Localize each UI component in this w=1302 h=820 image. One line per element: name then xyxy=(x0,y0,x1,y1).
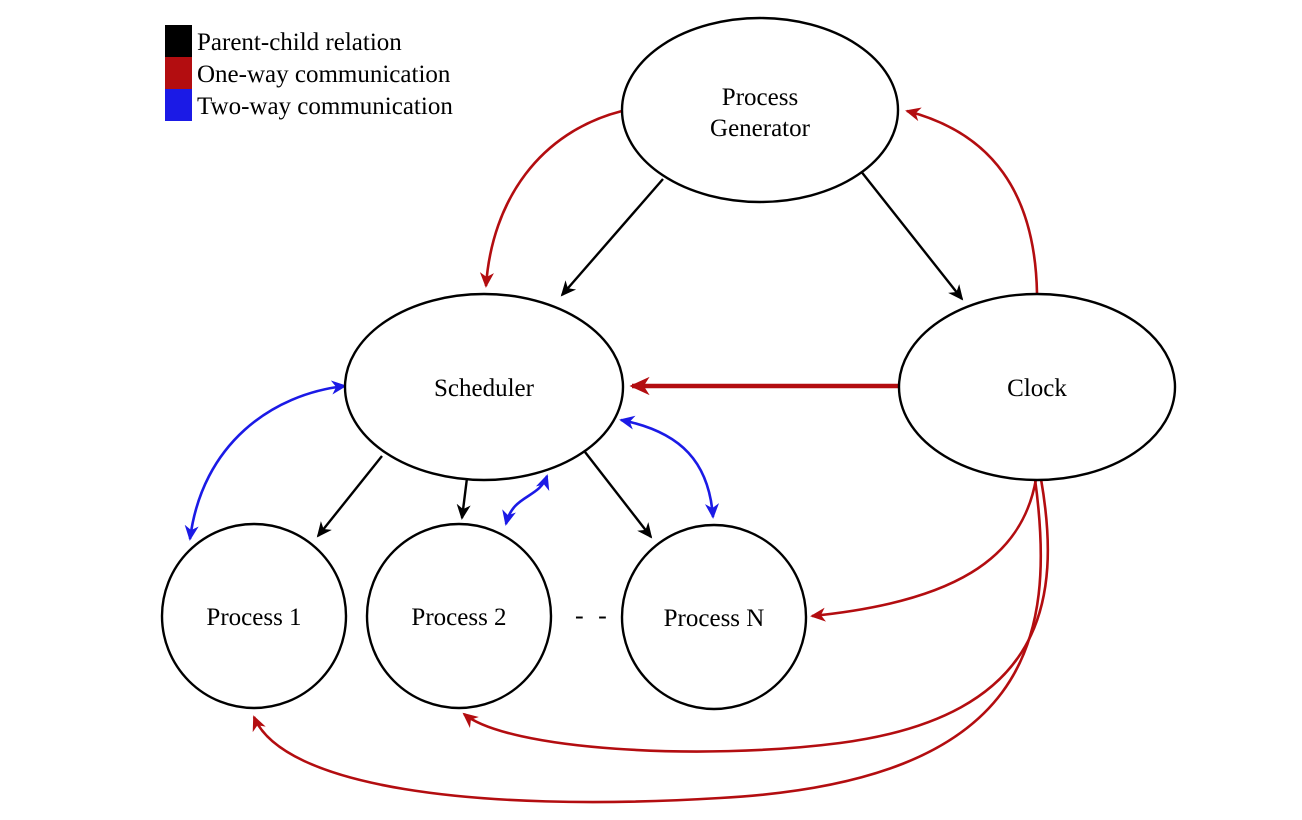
edge-generator-to-scheduler-parent xyxy=(560,178,664,297)
processN-circle xyxy=(620,523,808,711)
edge-scheduler-process1-twoway xyxy=(184,380,347,541)
process2-circle xyxy=(365,522,553,710)
edges-parent-child xyxy=(316,169,964,539)
legend-swatch-one-way xyxy=(165,57,192,89)
edge-generator-to-clock-parent xyxy=(859,169,964,301)
edge-clock-to-generator-oneway xyxy=(905,107,1039,294)
edges-one-way xyxy=(252,107,1050,804)
clock-label: Clock xyxy=(1007,375,1067,402)
node-scheduler: Scheduler xyxy=(343,292,625,482)
legend-swatch-parent-child xyxy=(165,25,192,57)
process-generator-ellipse xyxy=(620,16,900,204)
edge-scheduler-processN-twoway xyxy=(619,415,720,519)
node-process2: Process 2 xyxy=(365,522,553,710)
process1-label: Process 1 xyxy=(206,604,301,631)
processN-label: Process N xyxy=(664,605,765,632)
edge-clock-to-process1-oneway xyxy=(252,478,1043,804)
legend: Parent-child relation One-way communicat… xyxy=(165,25,453,121)
legend-label-parent-child: Parent-child relation xyxy=(197,29,402,56)
edge-scheduler-to-process1-parent xyxy=(316,455,383,538)
edge-clock-to-process2-oneway xyxy=(462,478,1050,753)
edges-two-way xyxy=(184,380,720,541)
legend-label-one-way: One-way communication xyxy=(197,61,451,88)
scheduler-ellipse xyxy=(343,292,625,482)
node-processN: Process N xyxy=(620,523,808,711)
edge-scheduler-to-process2-parent xyxy=(456,477,471,520)
edge-clock-to-processN-oneway xyxy=(810,478,1038,622)
node-clock: Clock xyxy=(897,292,1177,482)
edge-scheduler-to-processN-parent xyxy=(584,451,653,539)
process2-label: Process 2 xyxy=(411,604,506,631)
legend-label-two-way: Two-way communication xyxy=(197,93,453,120)
edge-scheduler-process2-twoway xyxy=(502,474,550,526)
edge-generator-to-scheduler-oneway xyxy=(479,109,623,288)
node-process1: Process 1 xyxy=(160,522,348,710)
scheduler-label: Scheduler xyxy=(434,375,535,402)
ellipsis-dashes: - - xyxy=(575,601,611,630)
clock-ellipse xyxy=(897,292,1177,482)
legend-swatch-two-way xyxy=(165,89,192,121)
node-process-generator: Process Generator xyxy=(620,16,900,204)
process1-circle xyxy=(160,522,348,710)
process-generator-label-line1: Process xyxy=(722,84,798,111)
process-generator-label-line2: Generator xyxy=(710,115,811,142)
